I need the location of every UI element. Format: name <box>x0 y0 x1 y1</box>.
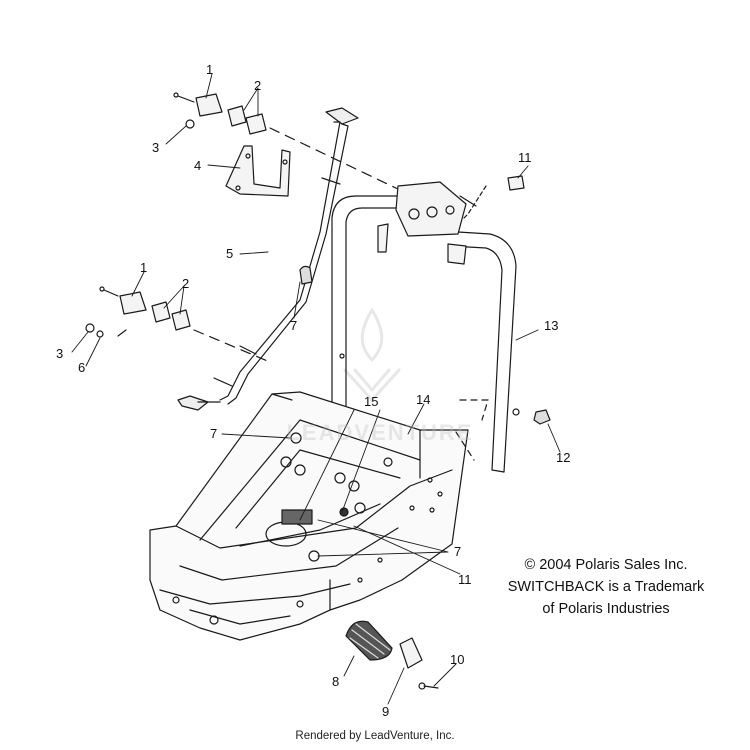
callout-15: 15 <box>364 394 378 409</box>
callout-13: 13 <box>544 318 558 333</box>
callout-10: 10 <box>450 652 464 667</box>
trademark-line: SWITCHBACK is a Trademark <box>507 579 705 595</box>
steering-bracket <box>225 145 291 197</box>
copyright-block: © 2004 Polaris Sales Inc. SWITCHBACK is … <box>506 554 706 620</box>
callout-5: 5 <box>226 246 233 261</box>
steering-hoop <box>331 181 520 473</box>
trademark-owner-line: of Polaris Industries <box>542 601 670 617</box>
callout-2: 2 <box>254 78 261 93</box>
callout-7: 7 <box>454 544 461 559</box>
callout-3: 3 <box>152 140 159 155</box>
upper-clamp <box>173 92 401 191</box>
callout-1: 1 <box>140 260 147 275</box>
watermark-text: LEADVENTURE <box>286 420 474 445</box>
callout-2: 2 <box>182 276 189 291</box>
callout-7: 7 <box>290 318 297 333</box>
footer-credit: Rendered by LeadVenture, Inc. <box>295 730 455 742</box>
steering-boot <box>345 620 393 661</box>
copyright-line: © 2004 Polaris Sales Inc. <box>524 557 688 573</box>
callout-11: 11 <box>458 572 472 587</box>
hoop-bolt <box>507 175 525 191</box>
steering-post <box>177 107 359 411</box>
callout-6: 6 <box>78 360 85 375</box>
leader-lines <box>71 73 561 705</box>
callout-4: 4 <box>194 158 201 173</box>
boot-retainer <box>399 637 423 669</box>
callout-8: 8 <box>332 674 339 689</box>
callout-12: 12 <box>556 450 570 465</box>
hoop-nut <box>533 409 551 425</box>
clip <box>299 265 313 285</box>
lower-clamp <box>85 286 271 363</box>
callout-3: 3 <box>56 346 63 361</box>
callout-11: 11 <box>518 150 532 165</box>
callout-14: 14 <box>416 392 430 407</box>
callout-9: 9 <box>382 704 389 719</box>
callout-7: 7 <box>210 426 217 441</box>
callout-labels: 1 2 3 4 5 1 2 3 6 7 7 7 8 9 10 11 11 12 … <box>56 62 570 719</box>
bulkhead-frame <box>149 391 489 641</box>
callout-1: 1 <box>206 62 213 77</box>
boot-fastener <box>418 682 439 690</box>
watermark-logo <box>343 308 401 402</box>
